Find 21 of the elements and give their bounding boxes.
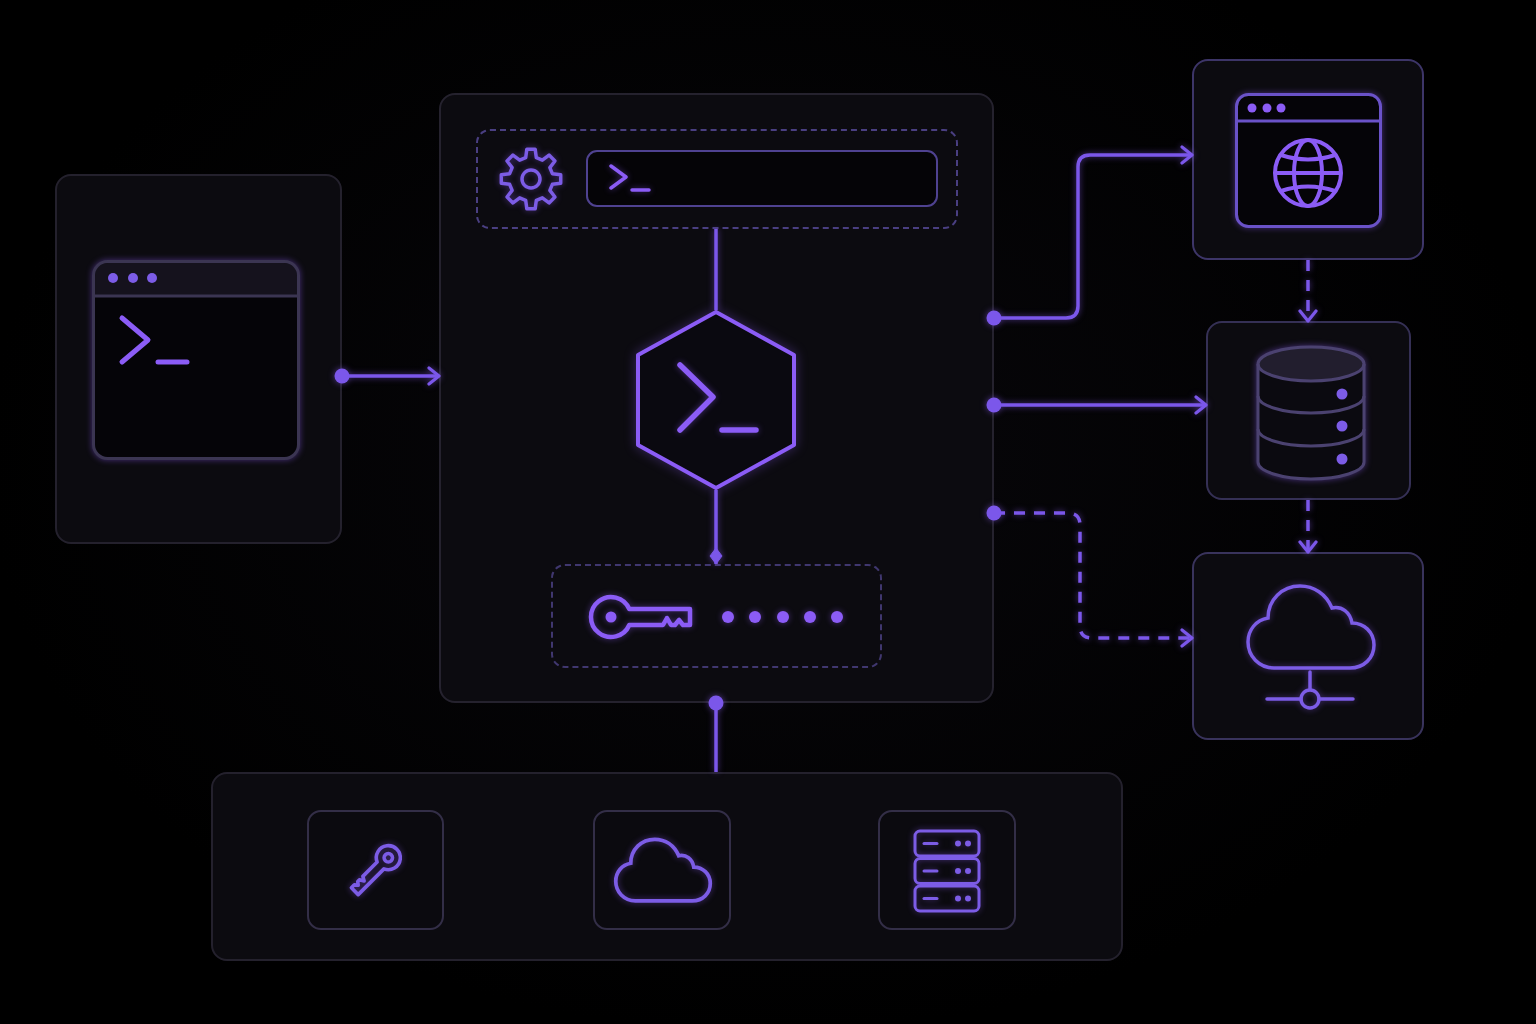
dashed-arrow xyxy=(1298,260,1318,323)
cloud-network-panel xyxy=(1192,552,1424,740)
server-tile xyxy=(878,810,1016,930)
web-browser-panel xyxy=(1192,59,1424,260)
connector-line xyxy=(708,695,724,772)
key-tile xyxy=(307,810,444,930)
arrow xyxy=(334,366,441,386)
dashed-arrow xyxy=(986,505,1194,648)
terminal-hexagon xyxy=(636,310,796,490)
connector-line xyxy=(709,490,723,565)
credential-group xyxy=(551,564,882,668)
main-panel xyxy=(439,93,994,703)
arrow xyxy=(986,145,1194,326)
cloud-tile xyxy=(593,810,731,930)
database-panel xyxy=(1206,321,1411,500)
terminal-panel xyxy=(55,174,342,544)
dashed-arrow xyxy=(1298,500,1318,554)
arrow xyxy=(986,395,1208,415)
services-panel xyxy=(211,772,1123,961)
connector-line xyxy=(714,229,718,310)
settings-command-group xyxy=(476,129,958,229)
